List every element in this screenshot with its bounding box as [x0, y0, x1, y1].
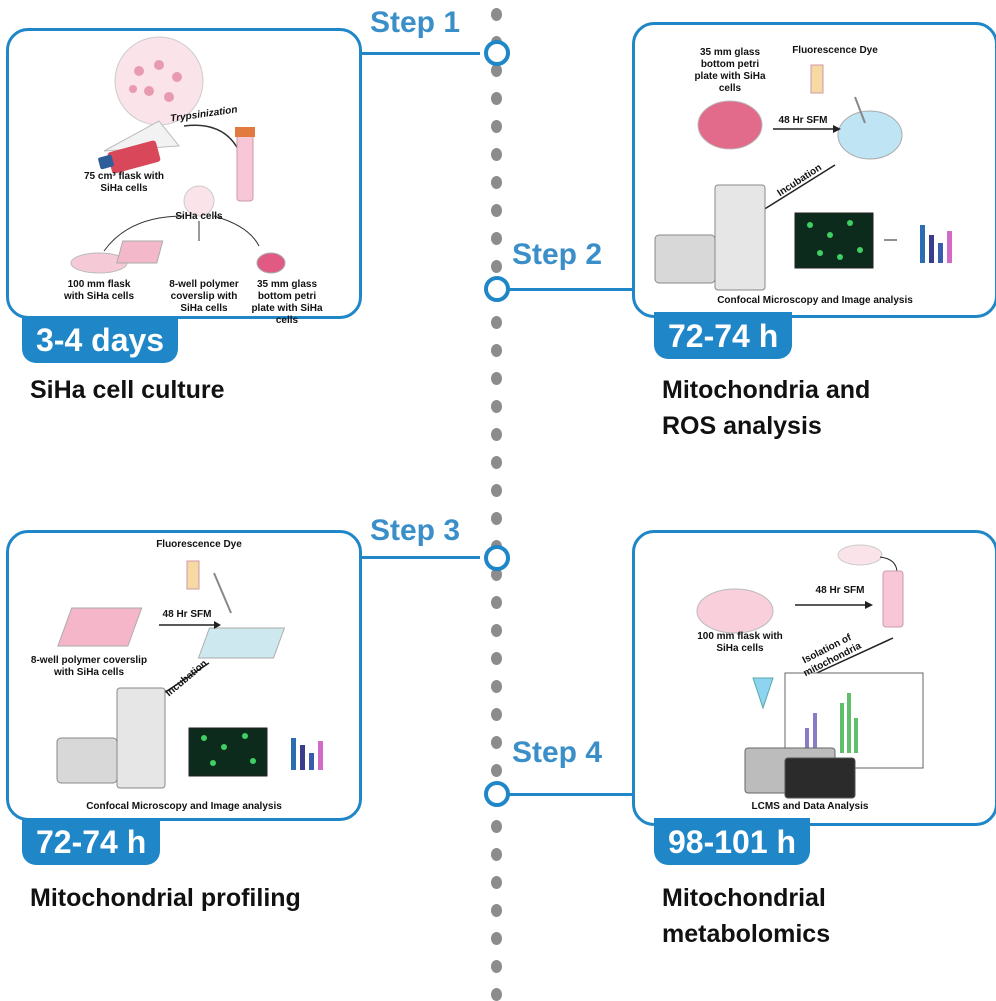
petri-label: 35 mm glass bottom petri plate with SiHa…: [251, 279, 323, 326]
timeline-dot: [491, 904, 502, 917]
dye-label: Fluorescence Dye: [792, 45, 878, 56]
step-3-illustration: [56, 560, 323, 789]
step-4-title-line-2: metabolomics: [662, 920, 831, 948]
timeline-dot: [491, 820, 502, 833]
timeline-dot: [491, 652, 502, 665]
timeline-dot: [491, 568, 502, 581]
step-4-connector: [508, 793, 636, 796]
step-3-time: 72-74 h: [22, 818, 161, 865]
step-2-node: [484, 276, 510, 302]
step-3-title: Mitochondrial profiling: [30, 884, 301, 912]
step-1-time: 3-4 days: [22, 316, 179, 363]
timeline-dot: [491, 484, 502, 497]
timeline-dot: [491, 8, 502, 21]
sfm-label-4: 48 Hr SFM: [815, 585, 865, 596]
timeline-dot: [491, 120, 502, 133]
timeline-dot: [491, 232, 502, 245]
timeline-dot: [491, 512, 502, 525]
flask-label-4: 100 mm flask with SiHa cells: [697, 631, 783, 654]
step-2-label: Step 2: [512, 238, 603, 271]
flask-100-label: 100 mm flask with SiHa cells: [63, 279, 135, 302]
timeline-dot: [491, 148, 502, 161]
coverslip-label-3: 8-well polymer coverslip with SiHa cells: [30, 655, 148, 678]
timeline-dot: [491, 316, 502, 329]
sfm-label: 48 Hr SFM: [778, 115, 828, 126]
step-2-panel: 35 mm glass bottom petri plate with SiHa…: [632, 22, 996, 318]
timeline-dot: [491, 932, 502, 945]
step-4-label: Step 4: [512, 736, 603, 769]
step-3-panel: Fluorescence Dye 48 Hr SFM 8-well polyme…: [6, 530, 362, 821]
coverslip-label: 8-well polymer coverslip with SiHa cells: [169, 279, 239, 314]
timeline-dot: [491, 876, 502, 889]
dye-label-3: Fluorescence Dye: [156, 539, 242, 550]
step-4-illustration: [696, 544, 924, 799]
step-1-connector: [360, 52, 480, 55]
cells-label: SiHa cells: [175, 211, 223, 222]
step-2-title-line-2: ROS analysis: [662, 412, 822, 440]
step-4-title-line-1: Mitochondrial: [662, 884, 826, 912]
caption-label-3: Confocal Microscopy and Image analysis: [86, 801, 282, 812]
step-1-title: SiHa cell culture: [30, 376, 225, 404]
step-2-connector: [508, 288, 636, 291]
step-4-node: [484, 781, 510, 807]
timeline-dot: [491, 624, 502, 637]
step-2-title: Mitochondria and ROS analysis: [662, 372, 870, 444]
timeline-dot: [491, 428, 502, 441]
timeline-dot: [491, 176, 502, 189]
sfm-label-3: 48 Hr SFM: [162, 609, 212, 620]
timeline-dot: [491, 848, 502, 861]
timeline-dot: [491, 764, 502, 777]
step-3-node: [484, 545, 510, 571]
caption-label: Confocal Microscopy and Image analysis: [717, 295, 913, 306]
timeline-dot: [491, 400, 502, 413]
timeline-dot: [491, 344, 502, 357]
timeline-dot: [491, 736, 502, 749]
timeline-dot: [491, 988, 502, 1001]
timeline-dot: [491, 708, 502, 721]
step-1-label: Step 1: [370, 6, 461, 39]
timeline-dot: [491, 204, 502, 217]
step-4-time: 98-101 h: [654, 818, 811, 865]
timeline-dot: [491, 92, 502, 105]
caption-label-4: LCMS and Data Analysis: [751, 801, 869, 812]
step-1-illustration: [70, 36, 286, 274]
step-1-node: [484, 40, 510, 66]
step-4-title: Mitochondrial metabolomics: [662, 880, 830, 952]
timeline-dot: [491, 64, 502, 77]
step-4-panel: 48 Hr SFM 100 mm flask with SiHa cells I…: [632, 530, 996, 826]
timeline-dot: [491, 960, 502, 973]
step-3-label: Step 3: [370, 514, 461, 547]
step-1-panel: 75 cm³ flask with SiHa cells Trypsinizat…: [6, 28, 362, 326]
flask-label: 75 cm³ flask with SiHa cells: [83, 171, 165, 194]
step-2-title-line-1: Mitochondria and: [662, 376, 871, 404]
step-3-connector: [360, 556, 480, 559]
timeline-dot: [491, 456, 502, 469]
timeline-dot: [491, 596, 502, 609]
step-2-illustration: [654, 64, 952, 291]
timeline-dot: [491, 680, 502, 693]
timeline-dot: [491, 372, 502, 385]
step-2-time: 72-74 h: [654, 312, 793, 359]
plate-label: 35 mm glass bottom petri plate with SiHa…: [694, 47, 766, 94]
timeline-dot: [491, 260, 502, 273]
